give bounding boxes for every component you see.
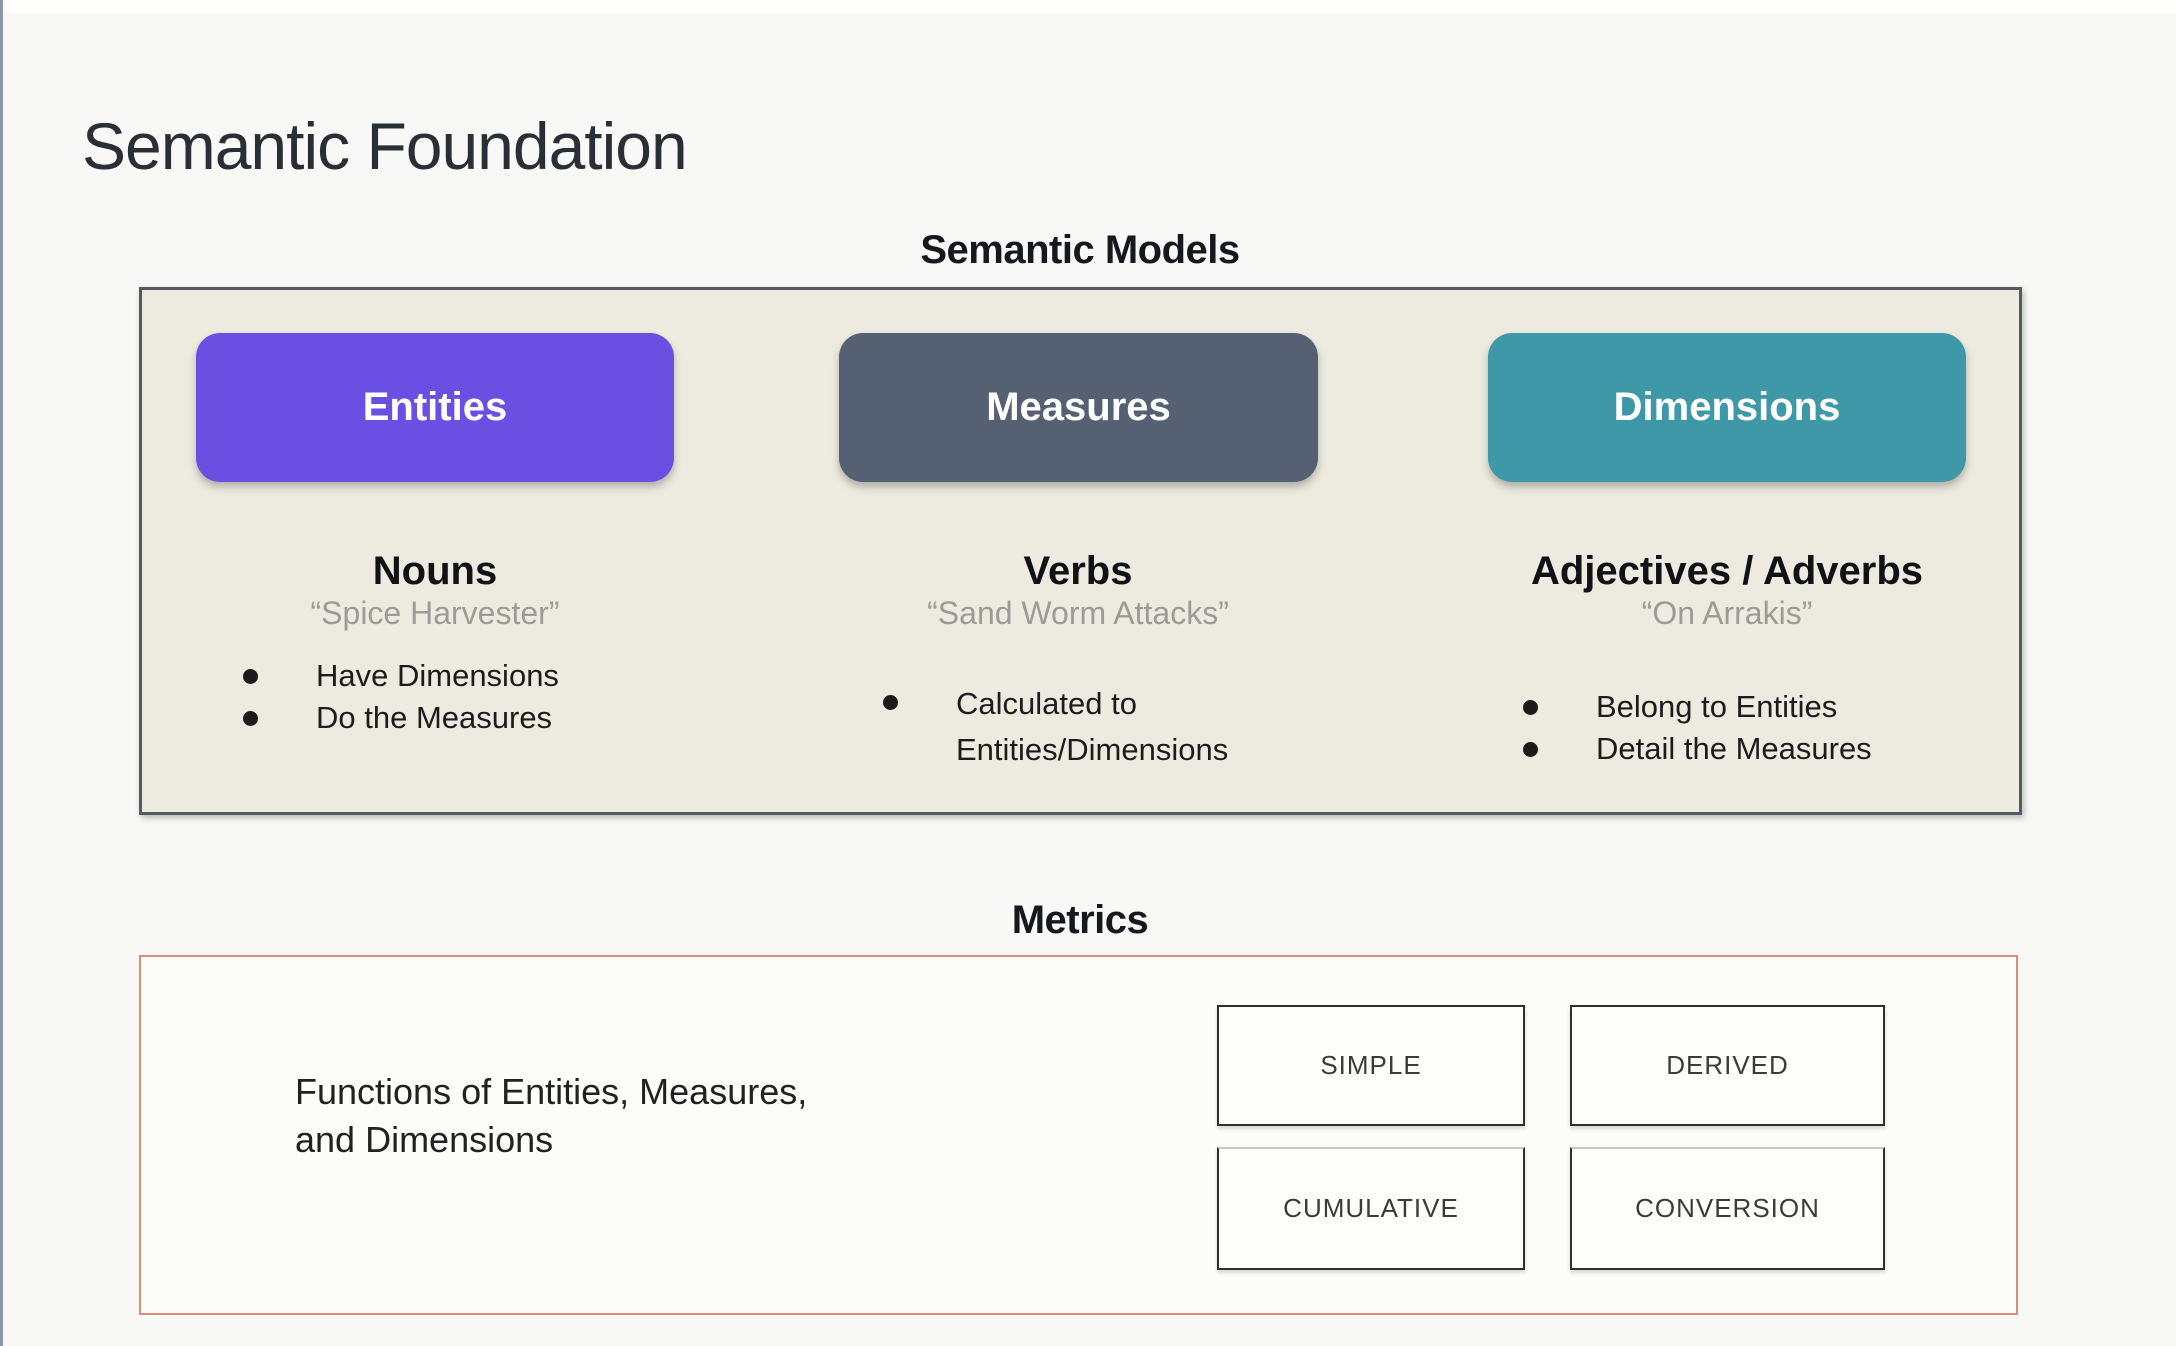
entities-column-heading: Nouns <box>372 549 498 593</box>
dimensions-column-heading: Adjectives / Adverbs <box>1530 549 1923 593</box>
dimensions-button-label: Dimensions <box>1613 385 1841 429</box>
metric-type-simple: SIMPLE <box>1217 1005 1525 1126</box>
bullet-dot-icon <box>243 669 258 684</box>
entities-bullet-list: Have Dimensions Do the Measures <box>243 655 559 739</box>
bullet-text: Have Dimensions <box>316 658 559 693</box>
entities-button-label: Entities <box>362 385 508 429</box>
entities-column-quote: “Spice Harvester” <box>310 595 560 631</box>
window-left-border <box>0 0 3 1346</box>
list-item: Have Dimensions <box>243 655 559 697</box>
metric-type-conversion: CONVERSION <box>1570 1147 1885 1270</box>
list-item: Do the Measures <box>243 697 559 739</box>
metrics-heading: Metrics <box>1011 898 1149 942</box>
bullet-text: Do the Measures <box>316 700 553 735</box>
list-item: Detail the Measures <box>1523 728 1872 770</box>
dimensions-column-quote: “On Arrakis” <box>1641 595 1813 631</box>
entities-button: Entities <box>196 333 674 482</box>
dimensions-button: Dimensions <box>1488 333 1966 482</box>
measures-column-quote: “Sand Worm Attacks” <box>927 595 1229 631</box>
bullet-text: Calculated to Entities/Dimensions <box>956 686 1229 767</box>
list-item: Calculated to Entities/Dimensions <box>883 681 1266 773</box>
measures-button: Measures <box>839 333 1318 482</box>
metric-type-cumulative: CUMULATIVE <box>1217 1147 1525 1270</box>
bullet-dot-icon <box>1523 742 1538 757</box>
metric-type-derived: DERIVED <box>1570 1005 1885 1126</box>
bullet-text: Detail the Measures <box>1596 731 1872 766</box>
list-item: Belong to Entities <box>1523 686 1872 728</box>
slide-title: Semantic Foundation <box>82 109 688 184</box>
top-margin-strip <box>0 0 2176 14</box>
bullet-dot-icon <box>883 695 898 710</box>
metrics-description: Functions of Entities, Measures, and Dim… <box>295 1071 808 1160</box>
bullet-text: Belong to Entities <box>1596 689 1838 724</box>
measures-bullet-list: Calculated to Entities/Dimensions <box>883 681 1266 773</box>
measures-button-label: Measures <box>986 385 1171 429</box>
bullet-dot-icon <box>1523 700 1538 715</box>
measures-column-heading: Verbs <box>1023 549 1133 593</box>
bullet-dot-icon <box>243 711 258 726</box>
dimensions-bullet-list: Belong to Entities Detail the Measures <box>1523 686 1872 770</box>
semantic-models-heading: Semantic Models <box>920 228 1240 272</box>
